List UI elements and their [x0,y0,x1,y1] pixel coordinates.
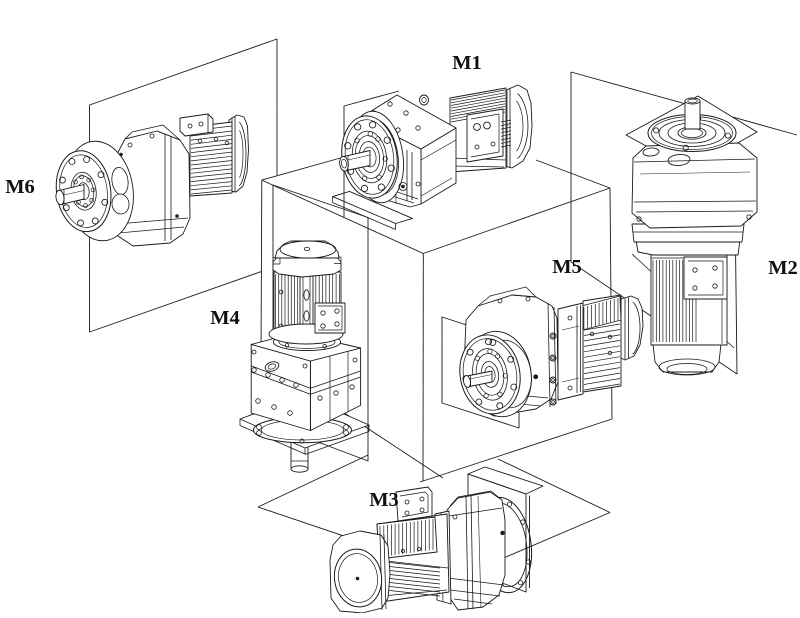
svg-text:M5: M5 [552,256,582,278]
svg-text:M1: M1 [452,52,482,74]
svg-text:M2: M2 [768,257,798,279]
svg-text:M3: M3 [369,489,399,511]
svg-text:M4: M4 [210,307,240,329]
svg-text:M6: M6 [5,176,35,198]
